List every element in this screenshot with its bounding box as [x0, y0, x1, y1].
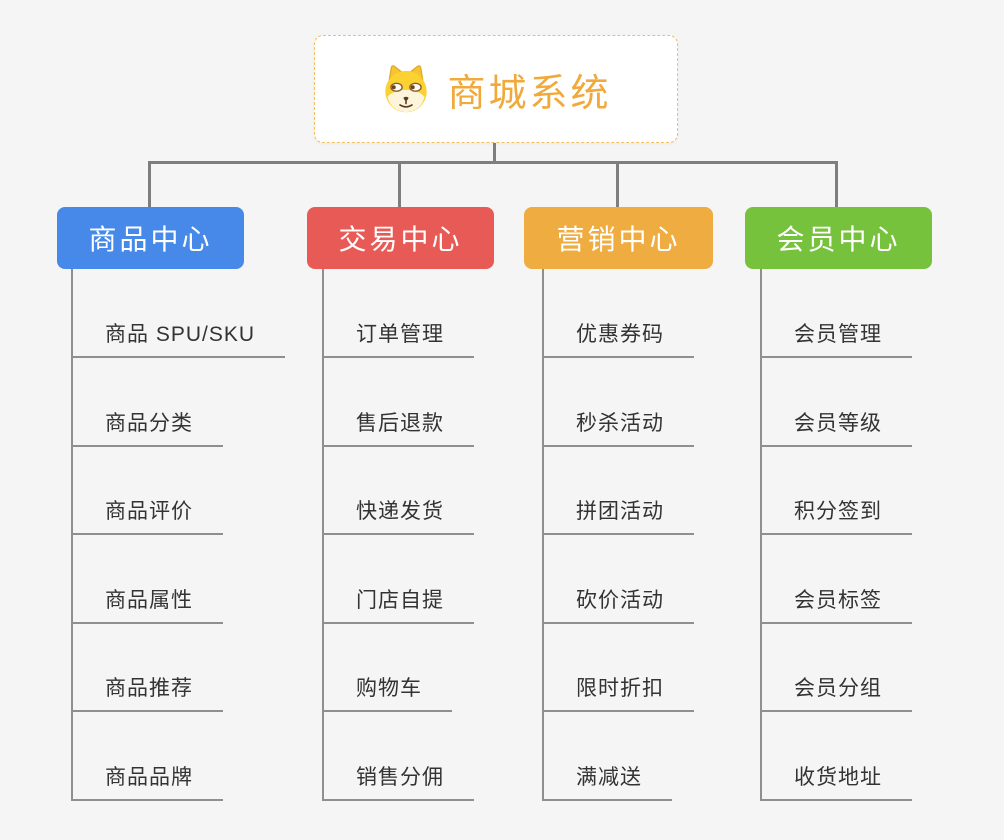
child-node[interactable]: 优惠券码 — [542, 318, 694, 358]
child-node[interactable]: 商品推荐 — [71, 672, 223, 712]
branch-node-trade-center[interactable]: 交易中心 — [307, 207, 494, 269]
child-node[interactable]: 满减送 — [542, 761, 672, 801]
child-node[interactable]: 砍价活动 — [542, 584, 694, 624]
connector-root-stub — [493, 140, 496, 164]
child-node[interactable]: 商品 SPU/SKU — [71, 318, 286, 358]
child-node[interactable]: 商品属性 — [71, 584, 223, 624]
root-node-label: 商城系统 — [447, 72, 612, 115]
connector-horizontal-bar — [148, 161, 838, 164]
child-node[interactable]: 门店自提 — [322, 584, 474, 624]
branch-node-member-center[interactable]: 会员中心 — [745, 207, 932, 269]
branch-spine-line — [542, 269, 544, 801]
child-node[interactable]: 会员分组 — [760, 672, 912, 712]
root-node[interactable]: 商城系统 — [314, 35, 678, 143]
branch-spine-line — [322, 269, 324, 801]
child-node[interactable]: 订单管理 — [322, 318, 474, 358]
connector-drop-trade — [398, 163, 401, 208]
child-node[interactable]: 购物车 — [322, 672, 452, 712]
branch-children-member: 会员管理 会员等级 积分签到 会员标签 会员分组 收货地址 — [760, 269, 1004, 803]
connector-drop-product — [148, 163, 151, 208]
branch-children-trade: 订单管理 售后退款 快递发货 门店自提 购物车 销售分佣 — [322, 269, 572, 803]
child-node[interactable]: 会员管理 — [760, 318, 912, 358]
connector-drop-marketing — [616, 163, 619, 208]
child-node[interactable]: 销售分佣 — [322, 761, 474, 801]
child-node[interactable]: 商品品牌 — [71, 761, 223, 801]
branch-children-product: 商品 SPU/SKU 商品分类 商品评价 商品属性 商品推荐 商品品牌 — [71, 269, 321, 803]
child-node[interactable]: 商品评价 — [71, 495, 223, 535]
child-node[interactable]: 秒杀活动 — [542, 407, 694, 447]
child-node[interactable]: 商品分类 — [71, 407, 223, 447]
dog-face-icon — [385, 65, 428, 113]
branch-node-product-center[interactable]: 商品中心 — [57, 207, 244, 269]
child-node[interactable]: 会员标签 — [760, 584, 912, 624]
connector-drop-member — [835, 163, 838, 208]
child-node[interactable]: 会员等级 — [760, 407, 912, 447]
branch-spine-line — [71, 269, 73, 801]
child-node[interactable]: 限时折扣 — [542, 672, 694, 712]
branch-children-marketing: 优惠券码 秒杀活动 拼团活动 砍价活动 限时折扣 满减送 — [542, 269, 792, 803]
branch-spine-line — [760, 269, 762, 801]
branch-node-marketing-center[interactable]: 营销中心 — [524, 207, 713, 269]
child-node[interactable]: 售后退款 — [322, 407, 474, 447]
child-node[interactable]: 快递发货 — [322, 495, 474, 535]
child-node[interactable]: 拼团活动 — [542, 495, 694, 535]
child-node[interactable]: 收货地址 — [760, 761, 912, 801]
child-node[interactable]: 积分签到 — [760, 495, 912, 535]
